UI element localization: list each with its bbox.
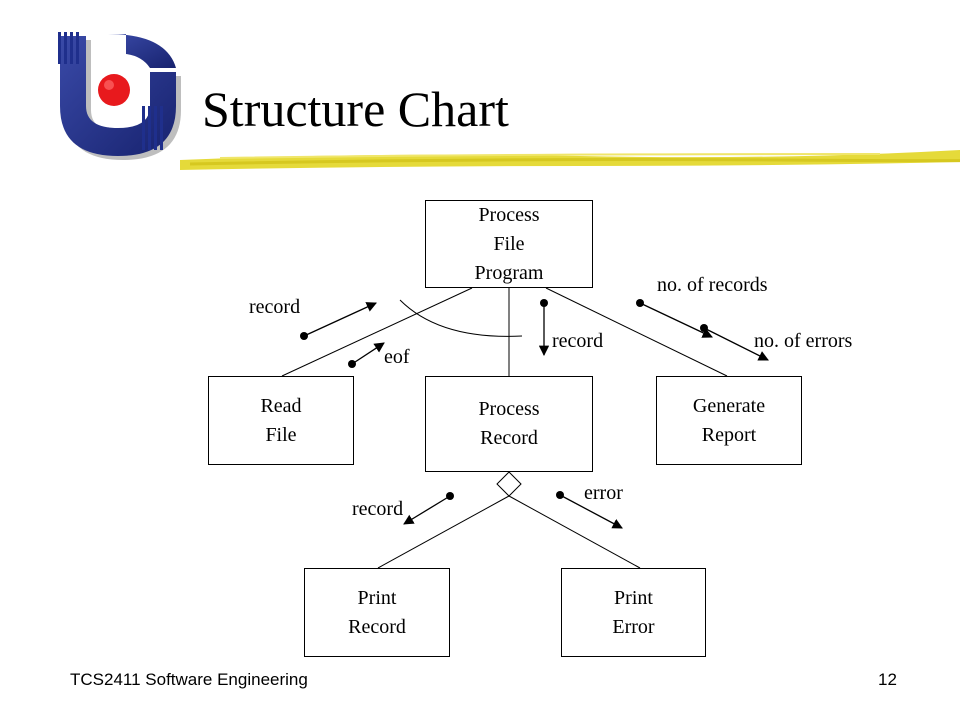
connector-to-print-record	[377, 495, 510, 569]
page-number: 12	[878, 670, 897, 689]
university-logo	[58, 32, 181, 160]
couple-eof-dot	[348, 360, 356, 368]
module-label-line: Record	[348, 615, 406, 638]
couple-record-down-dot	[540, 299, 548, 307]
flow-label-record-left: record	[249, 296, 301, 318]
module-label-line: Record	[480, 427, 538, 449]
flow-label-eof: eof	[384, 346, 410, 368]
couple-record-lower	[403, 495, 451, 525]
module-print-error: Print Error	[561, 568, 706, 657]
module-label-line: Error	[612, 615, 655, 638]
module-label-line: File	[265, 423, 297, 446]
module-process-file-program: Process File Program	[425, 200, 593, 288]
loop-arc	[399, 299, 523, 337]
couple-no-of-errors-dot	[700, 324, 708, 332]
footer-course: TCS2411 Software Engineering	[70, 670, 308, 689]
title-underline	[180, 150, 960, 170]
module-label-line: Process	[478, 203, 540, 226]
flow-label-record-lower: record	[352, 498, 404, 520]
couple-record-up-dot	[300, 332, 308, 340]
module-print-record: Print Record	[304, 568, 450, 657]
selection-diamond	[496, 471, 522, 497]
connector-main-to-read-file	[281, 287, 473, 377]
module-label-line: Print	[614, 586, 653, 609]
module-label-line: Read	[260, 394, 302, 417]
module-label-line: Program	[474, 261, 544, 284]
module-label-line: File	[493, 232, 525, 255]
module-process-record: Process Record	[425, 376, 593, 472]
flow-label-no-of-errors: no. of errors	[754, 330, 853, 352]
module-label-line: Report	[701, 423, 757, 446]
module-label-line: Generate	[692, 394, 766, 417]
flow-label-no-of-records: no. of records	[657, 274, 768, 296]
slide-title: Structure Chart	[202, 81, 509, 137]
flow-label-record-center: record	[552, 330, 604, 352]
couple-error-dot	[556, 491, 564, 499]
couple-eof	[351, 342, 385, 365]
connector-main-to-generate-report	[545, 287, 728, 377]
module-label-line: Process	[478, 398, 540, 420]
module-generate-report: Generate Report	[656, 376, 802, 465]
connector-to-print-error	[508, 495, 641, 569]
couple-no-of-records	[639, 302, 713, 338]
module-read-file: Read File	[208, 376, 354, 465]
module-label-line: Print	[357, 586, 397, 609]
couple-record-lower-dot	[446, 492, 454, 500]
couple-no-of-records-dot	[636, 299, 644, 307]
couple-error	[559, 494, 623, 529]
couple-no-of-errors	[703, 327, 769, 361]
couple-record-up	[303, 302, 377, 337]
flow-label-error: error	[584, 482, 623, 504]
